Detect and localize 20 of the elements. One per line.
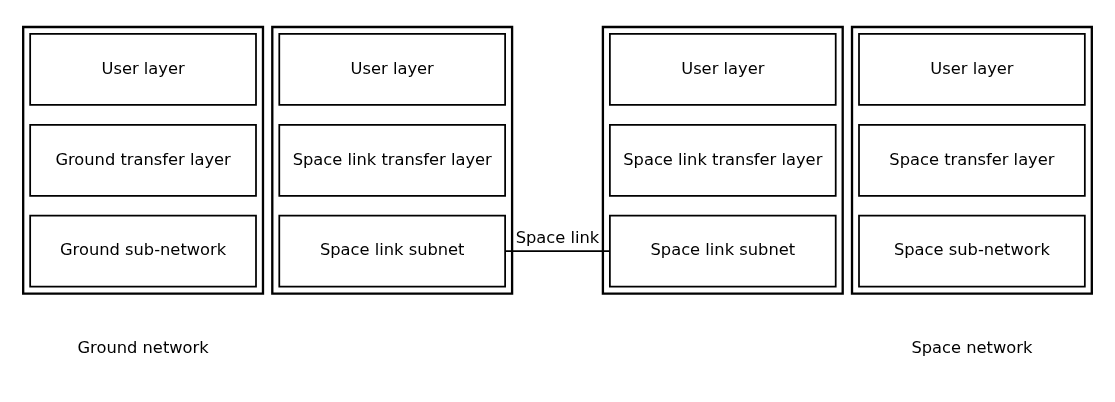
connector bbox=[504, 250, 611, 252]
node-box: Space sub-network bbox=[858, 214, 1086, 288]
node-box: User layer bbox=[858, 33, 1086, 106]
node-box: Space link subnet bbox=[278, 214, 506, 288]
cluster bbox=[271, 25, 514, 295]
node-box: Ground sub-network bbox=[29, 214, 257, 288]
node-box: Space link transfer layer bbox=[609, 123, 837, 197]
node-box: User layer bbox=[609, 33, 837, 106]
node-label: Space network bbox=[911, 338, 1033, 358]
cluster bbox=[601, 25, 844, 295]
node-box: User layer bbox=[29, 33, 257, 106]
node-box: User layer bbox=[278, 33, 506, 106]
node-box: Space transfer layer bbox=[858, 123, 1086, 197]
node-label: Ground network bbox=[77, 338, 209, 358]
edge-label: Space link bbox=[515, 228, 600, 248]
node-box: Ground transfer layer bbox=[29, 123, 257, 197]
cluster bbox=[22, 25, 265, 295]
node-box: Space link subnet bbox=[609, 214, 837, 288]
cluster bbox=[850, 25, 1093, 295]
node-box: Space link transfer layer bbox=[278, 123, 506, 197]
